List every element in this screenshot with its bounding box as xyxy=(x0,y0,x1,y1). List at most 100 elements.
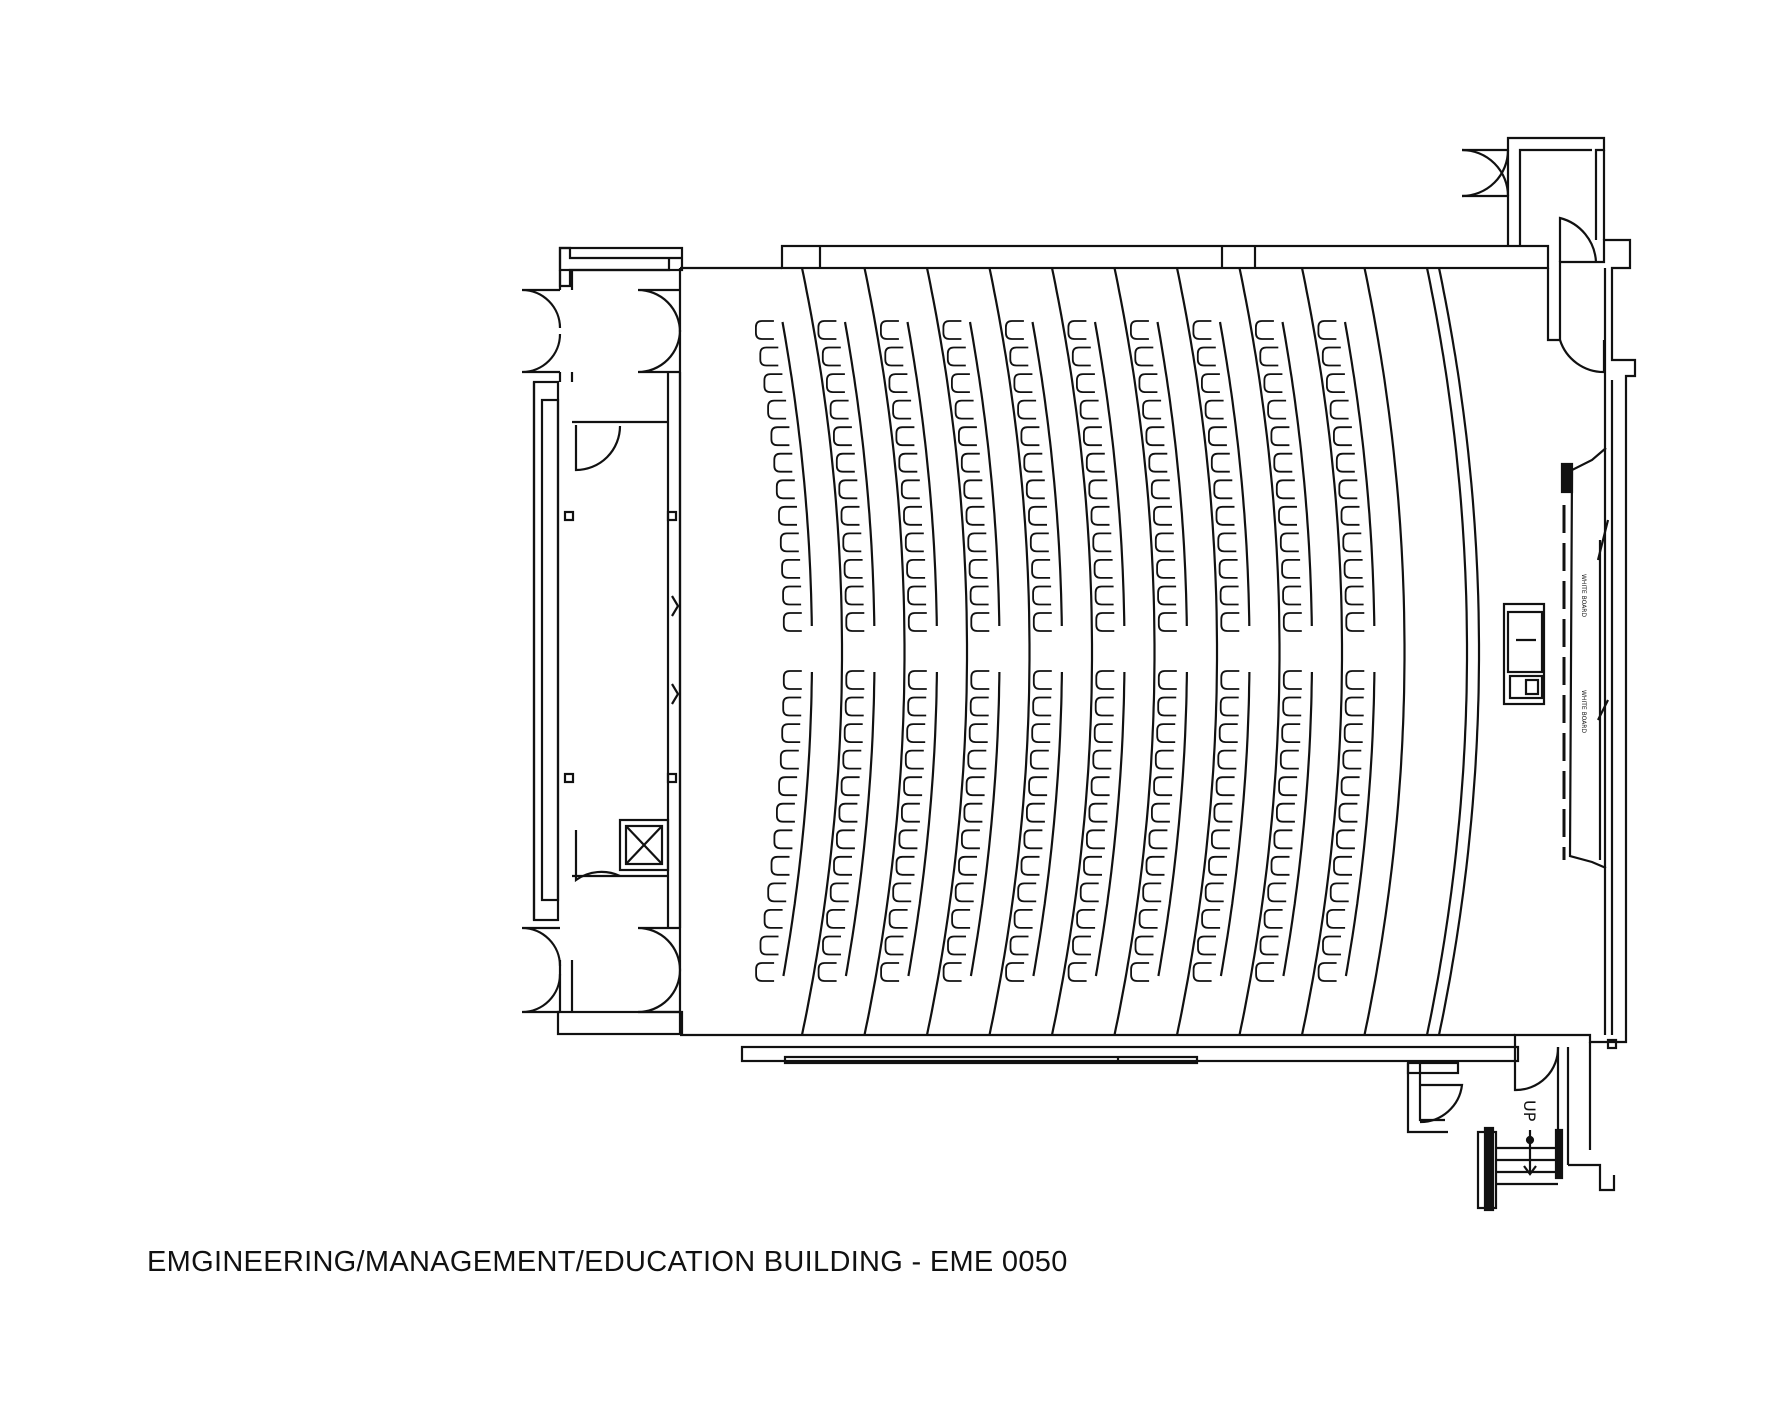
seat xyxy=(759,346,779,367)
seat xyxy=(1093,723,1113,743)
seat xyxy=(1219,696,1239,717)
seat xyxy=(900,479,920,500)
seat xyxy=(1278,776,1298,797)
riser-line xyxy=(988,267,1031,1036)
seat xyxy=(767,882,787,903)
seat xyxy=(1094,696,1114,717)
right-wall xyxy=(1513,238,1637,1047)
seat xyxy=(1279,749,1299,770)
seat xyxy=(969,696,989,717)
seat xyxy=(1079,882,1099,903)
seat xyxy=(838,802,858,823)
seat xyxy=(844,585,864,606)
seat xyxy=(1076,373,1095,393)
seat xyxy=(1317,320,1337,340)
whiteboard-label-1: WHITE BOARD xyxy=(1580,574,1587,617)
seat xyxy=(779,749,799,770)
seat xyxy=(1142,399,1162,420)
seat xyxy=(1095,612,1115,632)
seat xyxy=(1329,399,1349,420)
seat xyxy=(1278,505,1297,526)
riser-line xyxy=(1238,267,1281,1036)
seat xyxy=(1029,532,1049,553)
seat xyxy=(1267,882,1287,903)
seat xyxy=(778,505,797,526)
seat xyxy=(845,612,865,632)
seat xyxy=(1201,373,1220,393)
seat xyxy=(1255,320,1274,340)
lower-vestibule xyxy=(1406,1042,1616,1212)
seat xyxy=(946,346,966,367)
drawing-caption: EMGINEERING/MANAGEMENT/EDUCATION BUILDIN… xyxy=(147,1246,1068,1278)
desk-edge xyxy=(1032,671,1063,977)
seat xyxy=(892,882,912,903)
seat xyxy=(1148,452,1168,473)
seat xyxy=(967,532,987,553)
seat xyxy=(1156,559,1176,579)
seat xyxy=(840,776,860,797)
seat xyxy=(1134,935,1154,956)
seat xyxy=(1079,399,1099,420)
seat xyxy=(1076,909,1096,929)
seat xyxy=(821,346,841,367)
seat xyxy=(782,696,802,717)
seat xyxy=(1009,935,1029,956)
seat xyxy=(965,776,985,797)
desk-edge xyxy=(969,671,1001,977)
seat xyxy=(895,855,915,876)
seat xyxy=(1217,532,1237,553)
seat xyxy=(1017,882,1037,903)
seat xyxy=(1005,962,1025,982)
seat xyxy=(1031,559,1051,579)
seat xyxy=(1282,585,1302,606)
seat xyxy=(1329,882,1349,903)
seat xyxy=(1270,855,1290,876)
seat xyxy=(954,399,974,420)
seat xyxy=(1088,802,1108,823)
seat xyxy=(880,962,900,982)
seat xyxy=(907,585,927,606)
desk-edge xyxy=(843,321,876,627)
seat xyxy=(884,346,904,367)
seat xyxy=(1215,776,1235,797)
seat xyxy=(884,935,904,956)
riser-line xyxy=(1050,267,1094,1036)
seat xyxy=(1017,399,1037,420)
desk-edge xyxy=(907,671,938,977)
seat xyxy=(1196,346,1216,367)
seat xyxy=(1023,452,1043,473)
seat xyxy=(904,532,924,553)
desk-edge xyxy=(781,321,813,627)
seat xyxy=(1282,696,1302,717)
seat xyxy=(1142,882,1162,903)
seat xyxy=(1317,962,1337,982)
desk-edge xyxy=(1157,671,1188,977)
seat xyxy=(1085,452,1105,473)
seat xyxy=(773,452,793,473)
seat xyxy=(1090,505,1110,526)
seat xyxy=(1281,559,1301,579)
riser-line xyxy=(1363,267,1406,1036)
seat xyxy=(901,802,920,823)
seating-rows xyxy=(755,267,1481,1036)
riser-line xyxy=(800,267,844,1036)
seat xyxy=(1343,559,1363,579)
seat xyxy=(958,855,977,876)
seat xyxy=(1210,452,1230,473)
seat xyxy=(836,829,855,850)
seat xyxy=(1145,855,1165,876)
seat xyxy=(1083,855,1102,876)
seat xyxy=(1338,479,1358,500)
seat xyxy=(960,452,980,473)
seat xyxy=(755,962,775,982)
seat xyxy=(1154,749,1174,770)
seat xyxy=(1345,612,1365,632)
seat xyxy=(1276,802,1295,823)
seat xyxy=(898,829,918,850)
seat xyxy=(1218,723,1238,743)
seat xyxy=(1151,802,1170,823)
seat xyxy=(1204,882,1224,903)
seat xyxy=(1072,935,1091,956)
seat xyxy=(1326,373,1345,393)
seat xyxy=(1157,696,1177,717)
